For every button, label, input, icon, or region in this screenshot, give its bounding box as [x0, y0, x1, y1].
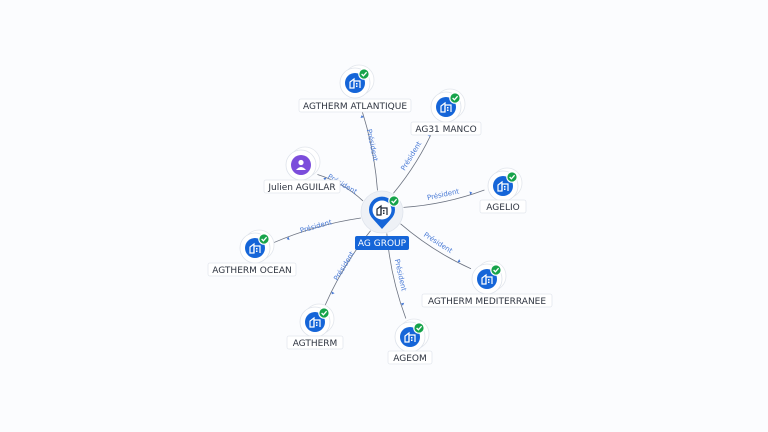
edge-line [400, 223, 472, 270]
edge-arrow [331, 291, 335, 295]
edge-agtherm-atlantique: Président [358, 101, 380, 191]
verified-check-icon [449, 92, 461, 104]
center-label-badge [355, 236, 409, 250]
edge-agtherm-mediterranee: Président [400, 223, 472, 270]
node-label: AGELIO [486, 203, 519, 213]
edge-line [317, 174, 364, 202]
building-icon [440, 101, 452, 113]
person-icon [296, 159, 306, 170]
node-agtherm-ocean[interactable]: AGTHERM OCEAN [207, 229, 297, 277]
building-icon [249, 242, 261, 254]
node-label: AGTHERM ATLANTIQUE [303, 102, 407, 112]
node-layer: AGTHERM ATLANTIQUE AG31 MANCO AGELIO AGTHER… [207, 64, 553, 365]
node-julien-aguilar[interactable]: Julien AGUILAR [263, 146, 341, 194]
node-agelio[interactable]: AGELIO [479, 167, 527, 214]
verified-check-icon [506, 171, 518, 183]
node-agtherm-atlantique[interactable]: AGTHERM ATLANTIQUE [298, 64, 412, 113]
verified-check-icon [258, 233, 270, 245]
verified-check-icon [318, 307, 330, 319]
node-label: AGTHERM OCEAN [212, 266, 291, 276]
verified-check-icon [490, 264, 502, 276]
node-ageom[interactable]: AGEOM [387, 318, 433, 365]
node-label: AG31 MANCO [415, 125, 476, 135]
edge-relation-label: Président [426, 187, 460, 202]
edge-agelio: Président [403, 187, 485, 208]
edge-arrow [286, 236, 290, 241]
edge-arrow [360, 115, 365, 118]
building-icon [404, 331, 416, 343]
center-node[interactable]: AG GROUP [355, 190, 409, 250]
node-agtherm-mediterranee[interactable]: AGTHERM MEDITERRANEE [421, 260, 553, 308]
edge-line [403, 189, 485, 208]
verified-check-icon [358, 68, 370, 80]
building-icon [309, 316, 321, 328]
node-label: AGTHERM MEDITERRANEE [428, 297, 546, 307]
edge-arrow [400, 302, 405, 306]
edge-relation-label: Président [332, 250, 356, 282]
edge-relation-label: Président [393, 258, 408, 292]
building-icon [497, 180, 509, 192]
edge-relation-label: Président [365, 128, 380, 162]
edge-agtherm-ocean: Président [273, 217, 361, 244]
building-icon [376, 204, 388, 216]
edge-arrow [457, 259, 461, 263]
building-icon [349, 77, 361, 89]
edge-arrow [323, 177, 327, 181]
node-agtherm[interactable]: AGTHERM [286, 303, 344, 350]
building-icon [481, 273, 493, 285]
edge-arrow [469, 191, 473, 195]
node-label: AGTHERM [293, 339, 338, 349]
center-label: AG GROUP [358, 239, 407, 249]
edge-line [273, 217, 361, 244]
node-label: Julien AGUILAR [267, 183, 335, 193]
node-ag31-manco[interactable]: AG31 MANCO [410, 88, 482, 136]
node-label: AGEOM [393, 354, 427, 364]
verified-check-icon [413, 322, 425, 334]
edge-relation-label: Président [299, 218, 333, 235]
verified-check-icon [388, 195, 400, 207]
